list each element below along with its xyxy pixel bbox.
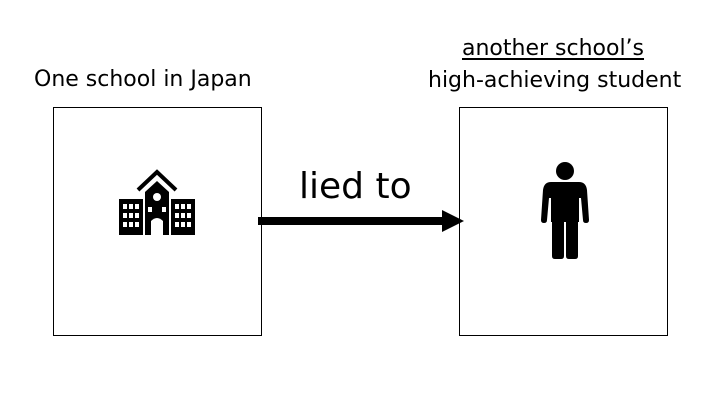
- target-label-line1: another school’s: [462, 36, 645, 61]
- arrow-right-icon: [258, 210, 464, 232]
- school-building-icon: [119, 169, 195, 235]
- target-label-line2: high-achieving student: [428, 68, 682, 93]
- relation-label: lied to: [299, 166, 412, 207]
- source-label: One school in Japan: [34, 67, 252, 92]
- person-icon: [541, 162, 589, 259]
